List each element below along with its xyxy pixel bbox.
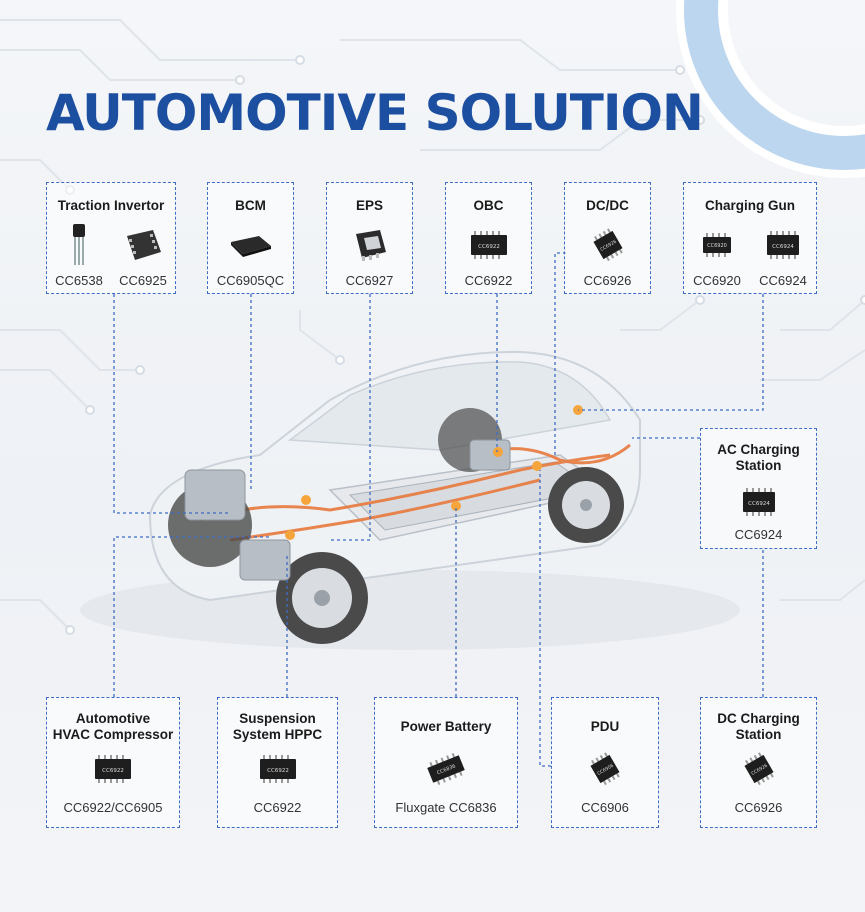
chip-label: CC6924 (759, 273, 807, 288)
chip-label: CC6925 (119, 273, 167, 288)
card-title: BCM (235, 198, 266, 213)
soic-chip-icon: CC6924 (742, 485, 776, 519)
card-dc-dc: DC/DC CC6926 CC6926 (564, 182, 651, 294)
chip-mark: CC6920 (707, 243, 727, 249)
card-ac-charging-station: AC Charging Station CC6924 CC6924 (700, 428, 817, 549)
card-eps: EPS CC6927 (326, 182, 413, 294)
tilted-chip-icon: CC6926 (742, 752, 776, 786)
soic-chip-icon: CC6924 (766, 223, 800, 267)
chip-label: CC6538 (55, 273, 103, 288)
card-power-battery: Power Battery CC6836 Fluxgate CC6836 (374, 697, 518, 828)
chip-label: CC6926 (734, 800, 783, 815)
card-hvac-compressor: Automotive HVAC Compressor CC6922 CC6922… (46, 697, 180, 828)
card-title: Automotive HVAC Compressor (52, 711, 174, 742)
chip-label: CC6905QC (216, 273, 285, 288)
chip-mark: CC6922 (102, 768, 124, 774)
qfn-flat-chip-icon (229, 223, 273, 267)
chip-label: CC6926 (583, 273, 632, 288)
chip-mark: CC6924 (772, 244, 794, 250)
card-title: Charging Gun (705, 198, 795, 213)
card-title: Power Battery (400, 719, 492, 734)
tilted-chip-icon: CC6836 (423, 752, 469, 786)
card-bcm: BCM CC6905QC (207, 182, 294, 294)
card-title: EPS (355, 198, 383, 213)
chip-label: CC6927 (345, 273, 394, 288)
card-traction-invertor: Traction Invertor CC6538 CC6925 (46, 182, 176, 294)
card-obc: OBC CC6922 CC6922 (445, 182, 532, 294)
soic-chip-icon: CC6922 (94, 752, 132, 786)
soic-chip-icon: CC6920 (702, 223, 732, 267)
card-title: OBC (473, 198, 504, 213)
card-title: AC Charging Station (717, 442, 800, 473)
card-title: DC/DC (586, 198, 629, 213)
tilted-chip-icon: CC6926 (591, 223, 625, 267)
chip-mark: CC6922 (478, 244, 500, 250)
card-title: PDU (590, 719, 620, 734)
chip-label: Fluxgate CC6836 (395, 800, 497, 815)
chip-label: CC6922 (464, 273, 513, 288)
to92-sensor-icon (72, 223, 86, 267)
soic-chip-icon: CC6922 (470, 223, 508, 267)
card-pdu: PDU CC6906 CC6906 (551, 697, 659, 828)
chip-label: CC6922 (253, 800, 302, 815)
qfn-chip-icon (123, 223, 163, 267)
chip-mark: CC6924 (748, 501, 770, 507)
power-package-icon (350, 223, 390, 267)
card-dc-charging-station: DC Charging Station CC6926 CC6926 (700, 697, 817, 828)
card-title: Suspension System HPPC (232, 711, 323, 742)
soic-chip-icon: CC6922 (259, 752, 297, 786)
card-title: DC Charging Station (717, 711, 800, 742)
card-charging-gun: Charging Gun CC6920 CC6920 CC6924 CC6924 (683, 182, 817, 294)
card-suspension-hppc: Suspension System HPPC CC6922 CC6922 (217, 697, 338, 828)
chip-label: CC6920 (693, 273, 741, 288)
chip-label: CC6922/CC6905 (63, 800, 163, 815)
page-title: AUTOMOTIVE SOLUTION (46, 84, 704, 142)
chip-label: CC6924 (734, 527, 783, 542)
chip-mark: CC6922 (267, 768, 289, 774)
chip-label: CC6906 (581, 800, 629, 815)
card-title: Traction Invertor (57, 198, 165, 213)
tilted-chip-icon: CC6906 (588, 752, 622, 786)
